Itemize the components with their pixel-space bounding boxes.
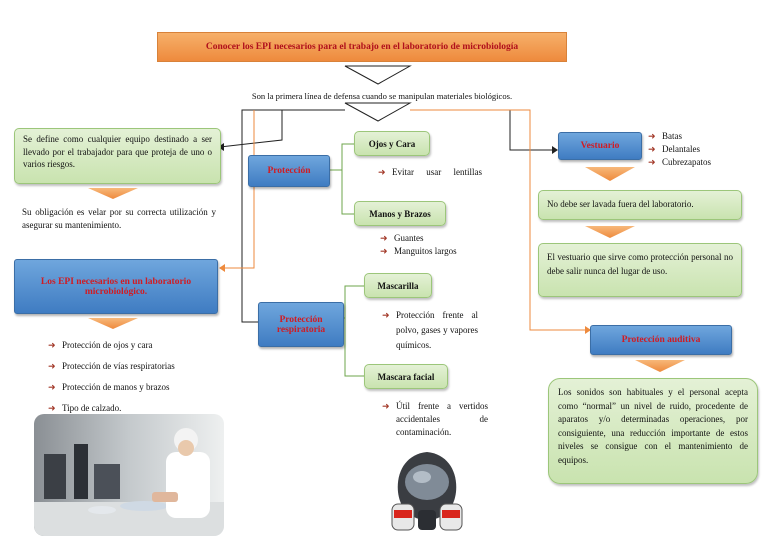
mascarilla-label: Mascarilla [377, 280, 419, 291]
vestuario-list: ➜Batas ➜Delantales ➜Cubrezapatos [648, 130, 748, 169]
gas-mask-icon [391, 452, 463, 531]
list-item: ➜Batas [648, 131, 682, 141]
epi-box: Los EPI necesarios en un laboratorio mic… [14, 259, 218, 314]
bullet-icon: ➜ [48, 361, 56, 371]
list-item: ➜Guantes [380, 233, 424, 243]
list-item: ➜Protección frente al polvo, gases y vap… [382, 310, 478, 350]
list-item: ➜Delantales [648, 144, 700, 154]
list-item: ➜Protección de manos y brazos [48, 382, 170, 392]
bullet-icon: ➜ [380, 246, 388, 256]
proteccion-respiratoria-label: Protección respiratoria [276, 314, 326, 335]
vestuario-label: Vestuario [580, 141, 620, 151]
title-text: Conocer los EPI necesarios para el traba… [205, 42, 519, 52]
auditiva-text: Los sonidos son habituales y el personal… [558, 387, 748, 465]
bullet-icon: ➜ [648, 157, 656, 167]
list-item: ➜Útil frente a vertidos accidentales de … [382, 401, 488, 437]
gas-mask-image [384, 448, 470, 536]
manos-brazos-label: Manos y Brazos [369, 208, 431, 219]
lab-photo [34, 414, 224, 536]
down-arrow-1 [88, 188, 138, 199]
bullet-icon: ➜ [48, 382, 56, 392]
vestuario-note-box: El vestuario que sirve como protección p… [538, 243, 742, 297]
proteccion-auditiva-label: Protección auditiva [621, 335, 701, 345]
intro-text: Son la primera línea de defensa cuando s… [251, 91, 513, 101]
bullet-icon: ➜ [382, 310, 390, 320]
mascara-facial-label: Mascara facial [377, 371, 435, 382]
bullet-icon: ➜ [648, 144, 656, 154]
bullet-icon: ➜ [48, 340, 56, 350]
list-item: ➜Tipo de calzado. [48, 403, 122, 413]
mascara-facial-list: ➜Útil frente a vertidos accidentales de … [382, 400, 488, 439]
vestuario-box: Vestuario [558, 132, 642, 160]
mascarilla-list: ➜Protección frente al polvo, gases y vap… [382, 308, 478, 353]
bullet-icon: ➜ [382, 401, 390, 411]
manos-brazos-list: ➜Guantes ➜Manguitos largos [380, 232, 490, 258]
obligation-text: Su obligación es velar por su correcta u… [22, 207, 216, 230]
proteccion-label: Protección [267, 166, 311, 176]
manos-brazos-box: Manos y Brazos [354, 201, 446, 226]
list-item: ➜Protección de vías respiratorias [48, 361, 175, 371]
bullet-icon: ➜ [648, 131, 656, 141]
list-item: ➜Protección de ojos y cara [48, 340, 153, 350]
no-lavada-box: No debe ser lavada fuera del laboratorio… [538, 190, 742, 220]
bullet-icon: ➜ [48, 403, 56, 413]
down-arrow-2 [88, 318, 138, 329]
proteccion-box: Protección [248, 155, 330, 187]
bullet-icon: ➜ [380, 233, 388, 243]
ojos-cara-box: Ojos y Cara [354, 131, 430, 156]
auditiva-box: Los sonidos son habituales y el personal… [548, 378, 758, 484]
epi-list: ➜Protección de ojos y cara ➜Protección d… [48, 338, 228, 415]
epi-box-text: Los EPI necesarios en un laboratorio mic… [40, 276, 192, 297]
bullet-icon: ➜ [378, 167, 386, 177]
lab-photo-image [34, 414, 224, 536]
mascarilla-box: Mascarilla [364, 273, 432, 298]
ojos-cara-list: ➜Evitar usar lentillas [378, 165, 482, 185]
list-item: ➜Manguitos largos [380, 246, 457, 256]
definition-text: Se define como cualquier equipo destinad… [23, 134, 212, 169]
proteccion-respiratoria-box: Protección respiratoria [258, 302, 344, 347]
mascara-facial-box: Mascara facial [364, 364, 448, 389]
no-lavada-text: No debe ser lavada fuera del laboratorio… [547, 199, 694, 209]
ojos-cara-label: Ojos y Cara [368, 138, 416, 149]
definition-box: Se define como cualquier equipo destinad… [14, 128, 221, 184]
title-box: Conocer los EPI necesarios para el traba… [157, 32, 567, 62]
proteccion-auditiva-box: Protección auditiva [590, 325, 732, 355]
vestuario-note-text: El vestuario que sirve como protección p… [547, 252, 733, 276]
list-item: ➜Cubrezapatos [648, 157, 711, 167]
list-item: ➜Evitar usar lentillas [378, 167, 482, 177]
